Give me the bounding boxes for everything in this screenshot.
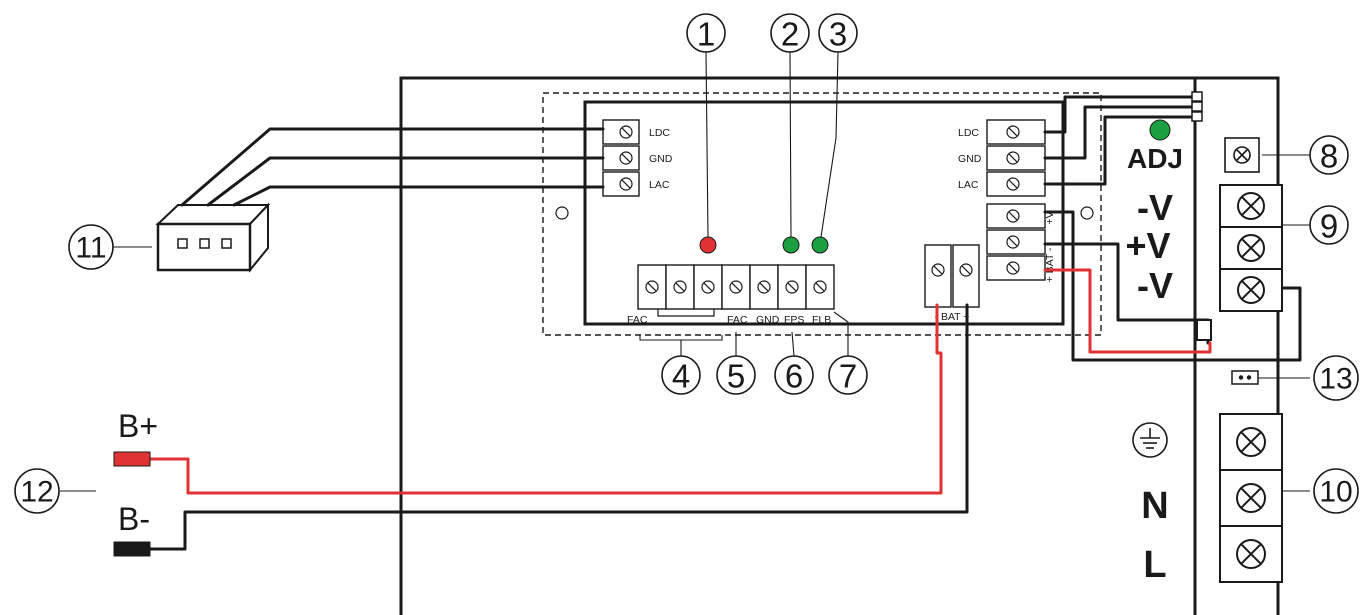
callout-1: 1: [686, 13, 726, 53]
mounting-hole-right: [1080, 206, 1094, 220]
svg-text:9: 9: [1320, 208, 1338, 245]
screw-right-0: [1006, 125, 1020, 139]
callout-9: 9: [1309, 205, 1349, 245]
svg-text:7: 7: [839, 358, 857, 395]
right-terminal-block: [986, 119, 1046, 281]
screw-right-5: [1006, 261, 1020, 275]
right-terminal-label-ldc: LDC: [958, 127, 979, 139]
svg-text:13: 13: [1319, 363, 1352, 396]
screw-bat-plus: [959, 263, 973, 277]
callout-4: 4: [661, 355, 701, 395]
bat-label: - BAT +: [935, 311, 970, 323]
bottom-terminal-block: [637, 264, 835, 310]
screw-bottom-0: [645, 280, 659, 294]
output-label-plus: +V: [1125, 225, 1170, 266]
connector-3pin: [155, 202, 271, 273]
mounting-hole-left: [555, 206, 569, 220]
callout-13: 13: [1313, 355, 1359, 401]
psu-led-green: [1149, 119, 1171, 141]
left-terminal-label-gnd: GND: [649, 153, 673, 165]
led-red: [699, 236, 717, 254]
output-screw-2: [1237, 276, 1265, 304]
led-green-fps: [782, 236, 800, 254]
screw-bottom-3: [729, 280, 743, 294]
screw-left-0: [619, 125, 633, 139]
screw-left-2: [619, 177, 633, 191]
callout-3: 3: [818, 13, 858, 53]
jumper: [1231, 370, 1259, 385]
screw-bottom-5: [785, 280, 799, 294]
bat-vertical-label: + BAT -: [1044, 247, 1056, 282]
svg-text:4: 4: [672, 358, 690, 395]
screw-right-3: [1006, 209, 1020, 223]
led-green-flb: [811, 236, 829, 254]
screw-bat-minus: [931, 263, 945, 277]
right-terminal-label-lac: LAC: [958, 179, 979, 191]
left-terminal-label-lac: LAC: [649, 179, 670, 191]
svg-text:5: 5: [727, 358, 745, 395]
callout-2: 2: [770, 13, 810, 53]
mains-screw-2: [1236, 539, 1266, 569]
callout-12: 12: [14, 468, 60, 514]
connector-wires: [180, 127, 605, 207]
svg-text:11: 11: [75, 232, 106, 265]
bat-terminal-block: [924, 244, 980, 308]
callout-leaders: [60, 51, 1310, 492]
svg-text:8: 8: [1320, 138, 1338, 175]
screw-right-2: [1006, 177, 1020, 191]
screw-left-1: [619, 151, 633, 165]
battery-wires: [148, 303, 969, 551]
mains-screw-1: [1236, 483, 1266, 513]
bottom-label-fac-left: FAC: [627, 314, 648, 326]
screw-bottom-6: [813, 280, 827, 294]
bottom-label-flb: FLB: [812, 314, 831, 326]
battery-plus-label: B+: [118, 408, 158, 444]
ground-icon: [1132, 422, 1168, 458]
bottom-label-gnd: GND: [756, 314, 780, 326]
mains-label-l: L: [1143, 544, 1166, 586]
output-screw-0: [1237, 192, 1265, 220]
output-screw-1: [1237, 234, 1265, 262]
bottom-label-fps: FPS: [784, 314, 804, 326]
callout-8: 8: [1309, 135, 1349, 175]
plus-v-small-label: +V: [1044, 211, 1056, 224]
svg-text:2: 2: [781, 16, 799, 53]
mains-screw-0: [1236, 427, 1266, 457]
svg-text:1: 1: [697, 16, 715, 53]
callout-6: 6: [774, 355, 814, 395]
battery-plus-clip: [113, 451, 151, 467]
screw-right-4: [1006, 235, 1020, 249]
svg-text:10: 10: [1319, 476, 1352, 509]
right-terminal-label-gnd: GND: [958, 153, 982, 165]
svg-text:12: 12: [20, 476, 53, 509]
screw-right-1: [1006, 151, 1020, 165]
left-terminal-label-ldc: LDC: [649, 127, 670, 139]
screw-bottom-4: [757, 280, 771, 294]
bottom-label-fac: FAC: [727, 314, 748, 326]
callout-11: 11: [68, 224, 114, 270]
adj-label: ADJ: [1127, 143, 1183, 174]
screw-bottom-1: [673, 280, 687, 294]
psu-enclosure: [399, 76, 1280, 615]
callout-5: 5: [716, 355, 756, 395]
svg-text:6: 6: [785, 358, 803, 395]
screw-bottom-2: [701, 280, 715, 294]
output-label-minus-1: -V: [1137, 187, 1173, 228]
adj-potentiometer: [1224, 137, 1260, 173]
psu-wires: [1043, 91, 1302, 362]
output-label-minus-2: -V: [1137, 265, 1173, 306]
svg-text:3: 3: [829, 16, 847, 53]
callout-7: 7: [828, 355, 868, 395]
mains-label-n: N: [1141, 485, 1168, 527]
battery-minus-label: B-: [118, 501, 150, 537]
callout-10: 10: [1313, 468, 1359, 514]
battery-minus-clip: [113, 541, 151, 557]
